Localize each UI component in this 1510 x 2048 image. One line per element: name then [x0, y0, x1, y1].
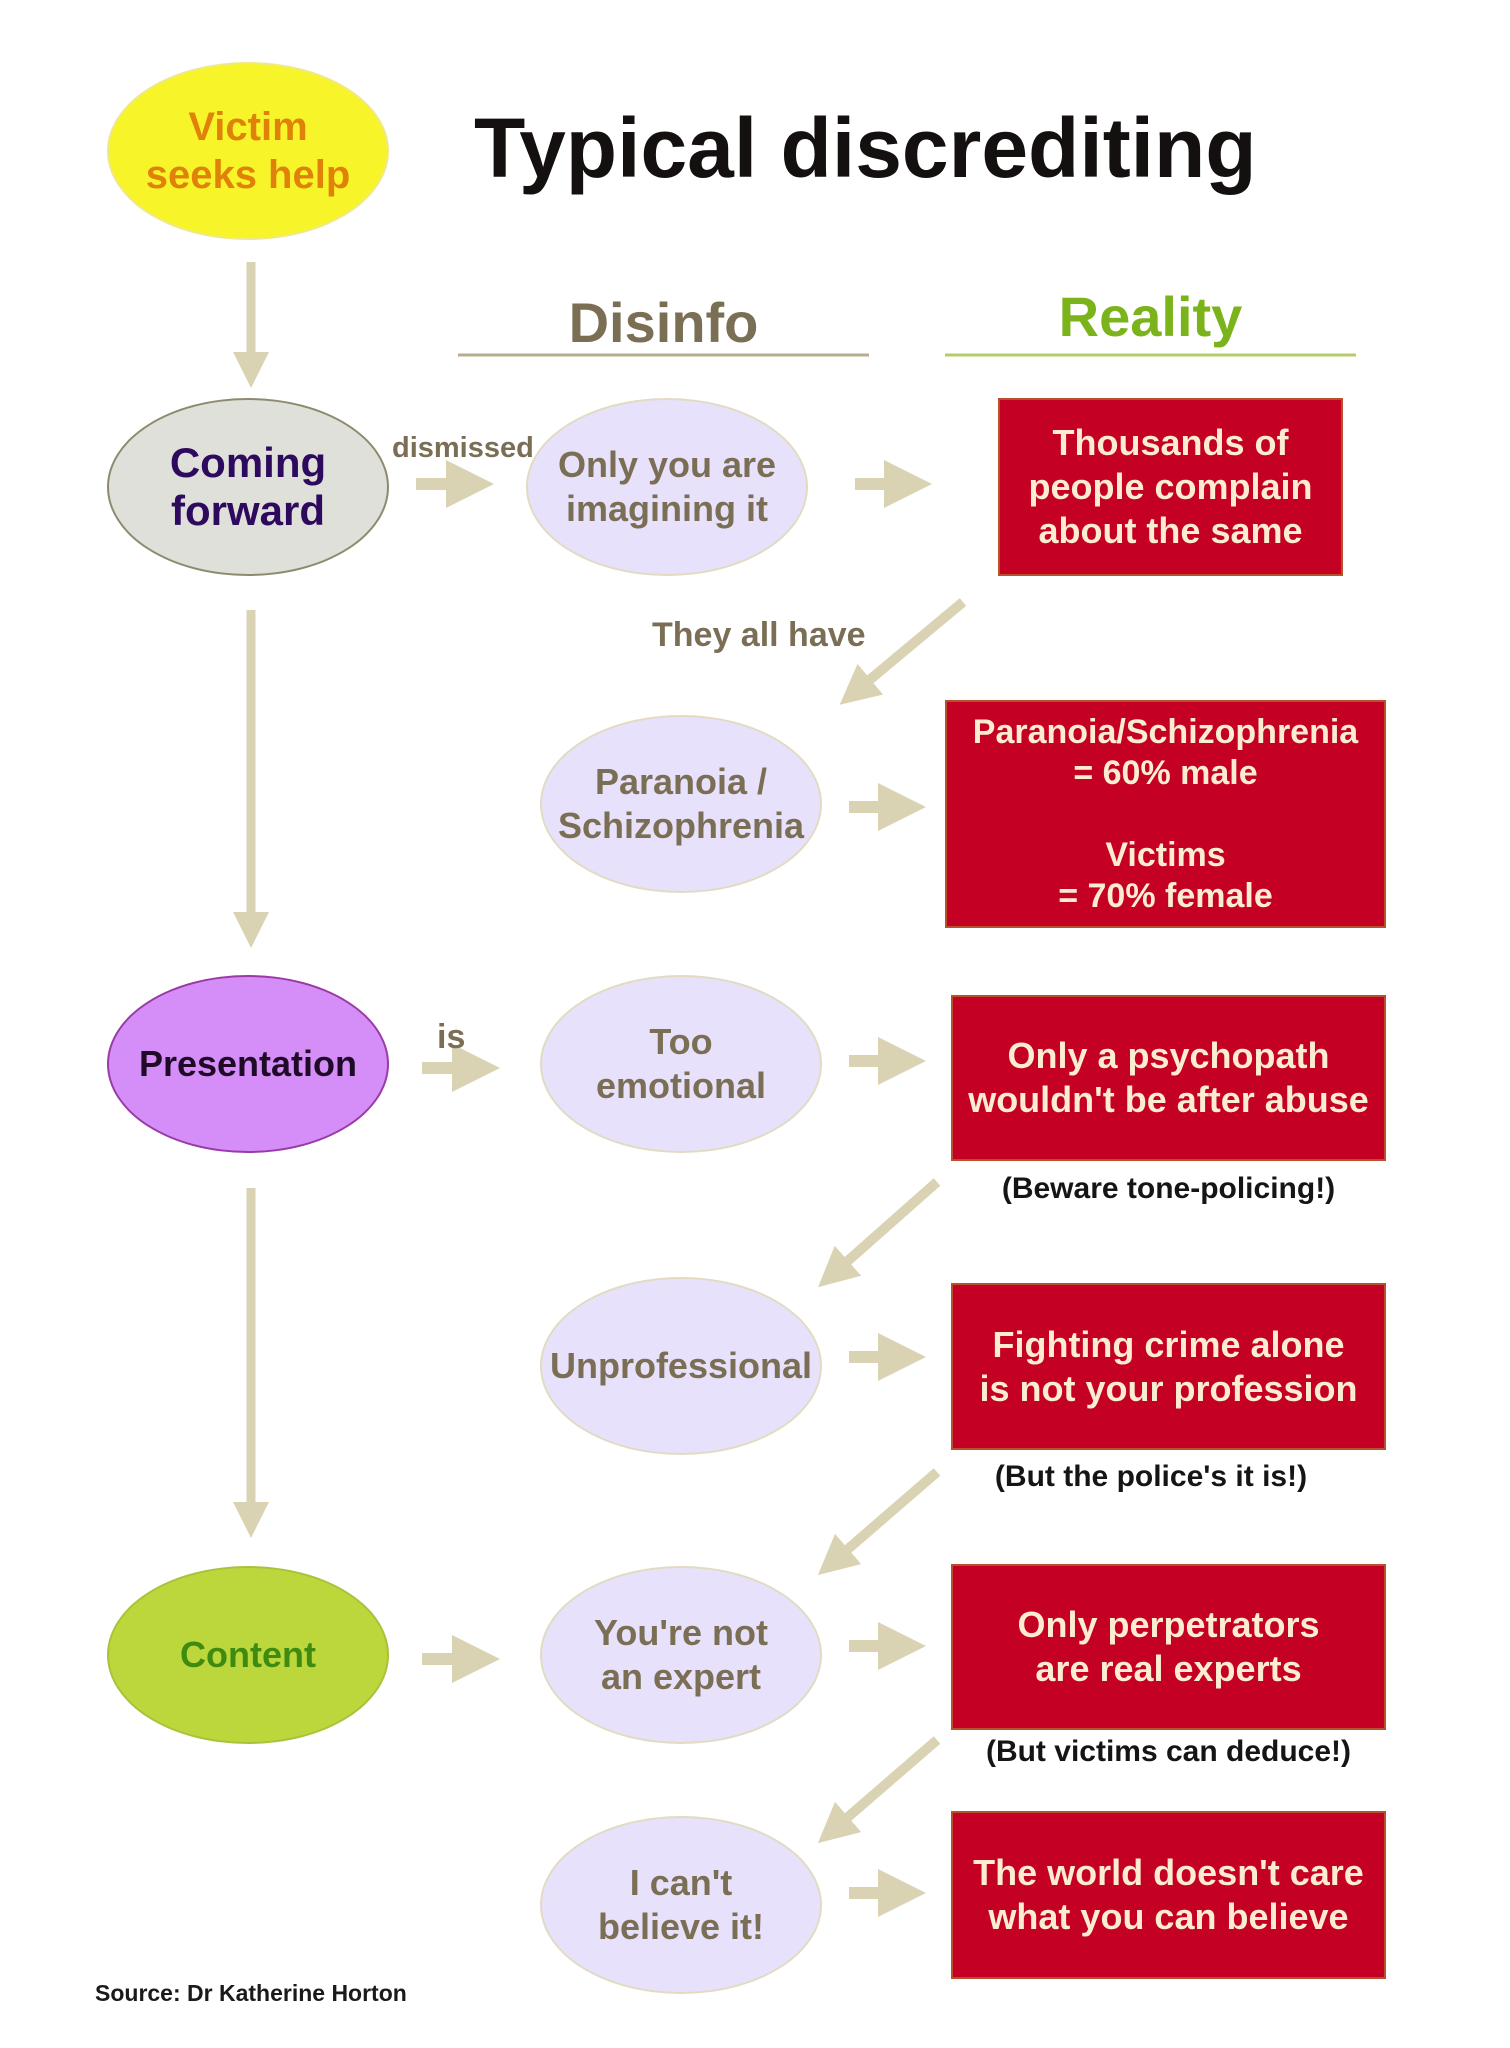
disinfo-node: Paranoia / Schizophrenia	[540, 715, 822, 893]
disinfo-node: You're not an expert	[540, 1566, 822, 1744]
reality-header: Reality	[1058, 285, 1243, 348]
disinfo-label: You're not an expert	[594, 1612, 768, 1697]
reality-text: Only perpetrators are real experts	[1017, 1604, 1320, 1689]
source-credit: Source: Dr Katherine Horton	[95, 1980, 407, 2006]
reality-text: Thousands of people complain about the s…	[1028, 422, 1313, 551]
reality-box: Paranoia/Schizophrenia = 60% male Victim…	[945, 700, 1386, 928]
disinfo-label: I can't believe it!	[597, 1862, 765, 1947]
disinfo-node: Only you are imagining it	[526, 398, 808, 576]
page-title: Typical discrediting	[474, 101, 1257, 195]
stage-content: Content	[107, 1566, 389, 1744]
victim-seeks-help-label: Victim seeks help	[145, 105, 351, 197]
reality-text: The world doesn't care what you can beli…	[973, 1852, 1364, 1937]
disinfo-header: Disinfo	[568, 291, 759, 354]
disinfo-node: I can't believe it!	[540, 1816, 822, 1994]
reality-note: (Beware tone-policing!)	[1001, 1172, 1336, 1205]
reality-note: (But victims can deduce!)	[985, 1735, 1352, 1768]
reality-box: Only a psychopath wouldn't be after abus…	[951, 995, 1386, 1161]
connector-label-they-all-have: They all have	[652, 616, 866, 654]
stage-label: Coming forward	[169, 439, 327, 534]
victim-seeks-help-node: Victim seeks help	[107, 62, 389, 240]
disinfo-label: Only you are imagining it	[557, 444, 777, 529]
reality-note: (But the police's it is!)	[994, 1460, 1308, 1493]
disinfo-node: Too emotional	[540, 975, 822, 1153]
stage-presentation: Presentation	[107, 975, 389, 1153]
disinfo-label: Unprofessional	[549, 1345, 813, 1386]
reality-box: Only perpetrators are real experts	[951, 1564, 1386, 1730]
arrow-reality-4-to-disinfo-5	[817, 1468, 941, 1576]
edge-label-is: is	[437, 1018, 466, 1056]
stage-coming-forward: Coming forward	[107, 398, 389, 576]
reality-text: Paranoia/Schizophrenia = 60% male Victim…	[972, 712, 1359, 915]
reality-box: Thousands of people complain about the s…	[998, 398, 1343, 576]
stage-label: Content	[180, 1634, 316, 1675]
arrow-reality-3-to-disinfo-4	[818, 1178, 941, 1288]
disinfo-label: Paranoia / Schizophrenia	[557, 761, 805, 846]
reality-text: Only a psychopath wouldn't be after abus…	[968, 1035, 1369, 1120]
disinfo-label: Too emotional	[595, 1021, 766, 1106]
reality-text: Fighting crime alone is not your profess…	[979, 1323, 1358, 1409]
reality-box: Fighting crime alone is not your profess…	[951, 1283, 1386, 1450]
stage-label: Presentation	[138, 1043, 358, 1084]
reality-box: The world doesn't care what you can beli…	[951, 1811, 1386, 1979]
disinfo-node: Unprofessional	[540, 1277, 822, 1455]
arrow-reality-5-to-disinfo-6	[817, 1736, 941, 1844]
edge-label-dismissed: dismissed	[392, 432, 534, 464]
arrow-reality-1-to-disinfo-2	[839, 598, 967, 705]
